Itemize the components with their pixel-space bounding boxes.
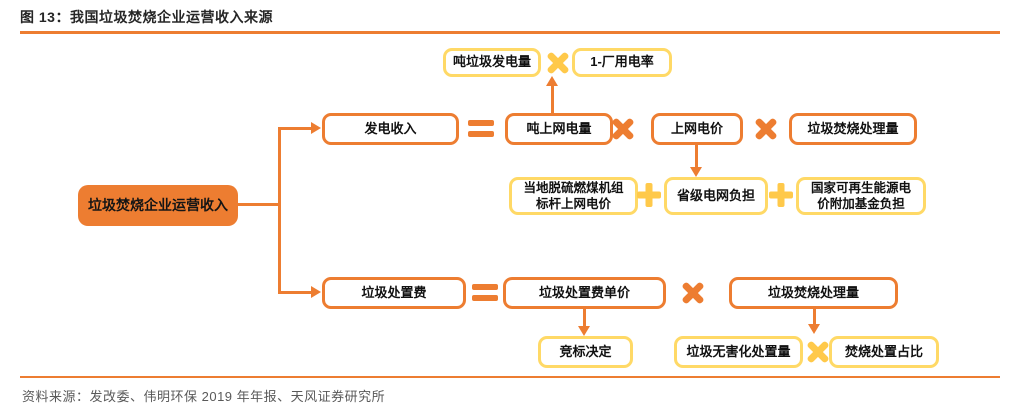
connector-grid-price-down	[695, 145, 698, 168]
node-one-minus-plant-use: 1-厂用电率	[572, 48, 672, 77]
connector-branch-bottom	[279, 291, 313, 294]
arrowhead-to-power-income	[311, 122, 321, 134]
node-power-income: 发电收入	[322, 113, 459, 145]
node-bidding-decision: 竞标决定	[538, 336, 633, 368]
plus-icon	[637, 183, 661, 207]
multiply-icon	[680, 280, 706, 306]
node-grid-price: 上网电价	[651, 113, 743, 145]
node-provincial-grid-burden: 省级电网负担	[664, 177, 768, 215]
arrowhead-up-top-factors	[546, 76, 558, 86]
arrowhead-down-price-components	[690, 167, 702, 177]
node-ton-grid-electricity: 吨上网电量	[505, 113, 613, 145]
multiply-icon	[805, 339, 831, 365]
footer-rule	[20, 376, 1000, 378]
source-note: 资料来源：发改委、伟明环保 2019 年年报、天风证券研究所	[22, 389, 386, 404]
connector-ton-grid-up	[551, 85, 554, 113]
node-root: 垃圾焚烧企业运营收入	[78, 185, 238, 226]
node-disposal-fee-unit-price: 垃圾处置费单价	[503, 277, 666, 309]
node-harmless-disposal-volume: 垃圾无害化处置量	[674, 336, 803, 368]
node-renewable-fund-burden: 国家可再生能源电 价附加基金负担	[796, 177, 926, 215]
connector-branch-top	[279, 127, 313, 130]
equals-icon	[468, 120, 494, 137]
multiply-icon	[545, 50, 571, 76]
connector-unit-price-down	[583, 309, 586, 327]
equals-icon	[472, 284, 498, 301]
connector-branch-vertical	[278, 127, 281, 294]
connector-root-horizontal	[236, 203, 280, 206]
figure-title: 图 13：我国垃圾焚烧企业运营收入来源	[20, 9, 273, 25]
multiply-icon	[753, 116, 779, 142]
title-rule	[20, 31, 1000, 34]
node-incineration-volume-top: 垃圾焚烧处理量	[789, 113, 917, 145]
arrowhead-to-disposal-fee	[311, 286, 321, 298]
node-incineration-volume-bottom: 垃圾焚烧处理量	[729, 277, 898, 309]
node-incineration-share: 焚烧处置占比	[829, 336, 939, 368]
connector-incineration-volume-down	[813, 309, 816, 325]
multiply-icon	[610, 116, 636, 142]
arrowhead-down-volume-factors	[808, 324, 820, 334]
node-disposal-fee: 垃圾处置费	[322, 277, 466, 309]
arrowhead-down-bidding	[578, 326, 590, 336]
plus-icon	[769, 183, 793, 207]
node-coal-benchmark-price: 当地脱硫燃煤机组 标杆上网电价	[509, 177, 638, 215]
node-ton-waste-power: 吨垃圾发电量	[443, 48, 541, 77]
